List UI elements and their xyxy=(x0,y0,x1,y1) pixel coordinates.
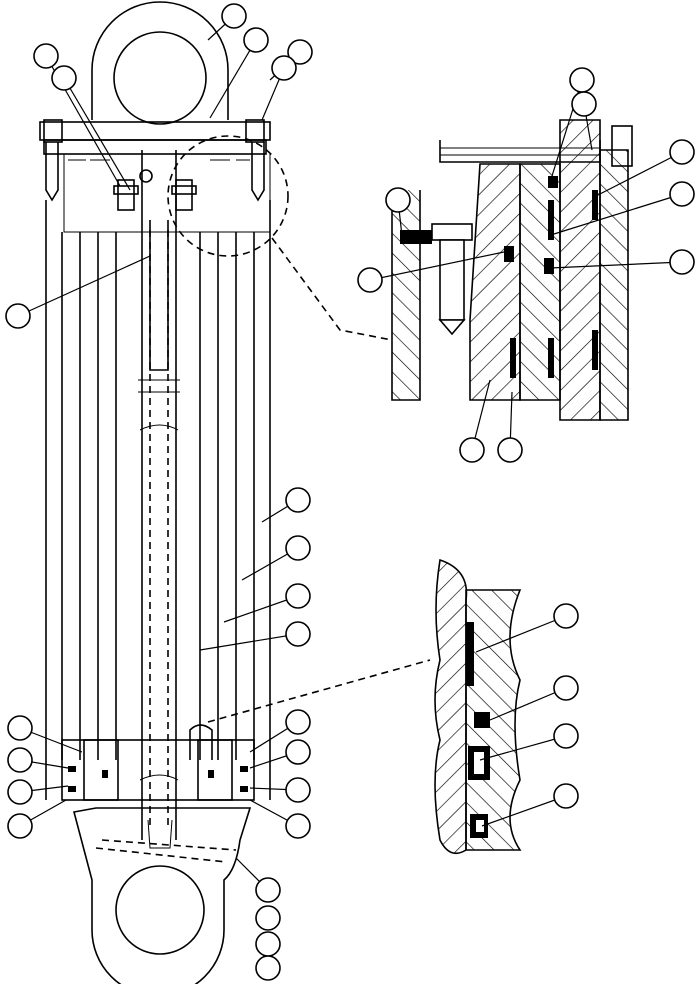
callout-balloon xyxy=(669,139,695,165)
callout-balloon xyxy=(285,583,311,609)
callout-balloon xyxy=(243,27,269,53)
callout-balloon xyxy=(553,723,579,749)
callout-balloon xyxy=(459,437,485,463)
callout-leader xyxy=(223,595,299,623)
callout-balloon xyxy=(553,675,579,701)
callout-balloon xyxy=(285,739,311,765)
bottom-rod-eye xyxy=(73,807,252,984)
callout-balloon xyxy=(255,955,281,981)
callout-balloon xyxy=(255,905,281,931)
main-cylinder xyxy=(39,1,431,984)
detail-leader-a xyxy=(271,237,393,341)
cylinder-barrel xyxy=(45,150,271,840)
callout-leader xyxy=(475,615,567,653)
callout-balloon xyxy=(497,437,523,463)
callout-leader xyxy=(199,633,299,651)
bottom-gland xyxy=(61,724,255,801)
callout-balloon xyxy=(285,487,311,513)
callout-leader xyxy=(369,251,505,281)
callout-balloon xyxy=(7,813,33,839)
callout-balloon xyxy=(285,621,311,647)
detail-a xyxy=(391,119,633,421)
callout-balloon xyxy=(285,777,311,803)
callout-leader xyxy=(549,261,683,269)
callout-balloon xyxy=(255,931,281,957)
callout-balloon xyxy=(7,747,33,773)
callout-balloon xyxy=(255,877,281,903)
callout-balloon xyxy=(33,43,59,69)
callout-balloon xyxy=(285,709,311,735)
detail-b xyxy=(434,558,522,855)
callout-group xyxy=(5,3,695,981)
callout-leader xyxy=(481,795,567,827)
callout-balloon xyxy=(285,535,311,561)
callout-leader xyxy=(553,193,683,235)
detail-bolt xyxy=(400,223,473,336)
callout-leader xyxy=(17,255,151,317)
callout-balloon xyxy=(271,55,297,81)
callout-balloon xyxy=(553,783,579,809)
detail-circle-a xyxy=(167,135,289,257)
callout-balloon xyxy=(357,267,383,293)
callout-balloon xyxy=(7,715,33,741)
callout-balloon xyxy=(385,187,411,213)
callout-balloon xyxy=(51,65,77,91)
callout-leader xyxy=(489,687,567,721)
detail-leader-b xyxy=(207,659,431,723)
callout-leader xyxy=(63,77,131,191)
callout-leader xyxy=(595,151,683,197)
callout-leader xyxy=(479,735,567,761)
callout-balloon xyxy=(569,67,595,93)
callout-balloon xyxy=(7,779,33,805)
callout-balloon xyxy=(553,603,579,629)
callout-leader xyxy=(209,39,257,119)
callout-balloon xyxy=(571,91,597,117)
callout-balloon xyxy=(285,813,311,839)
callout-balloon xyxy=(669,181,695,207)
callout-balloon xyxy=(221,3,247,29)
top-rod-eye xyxy=(91,1,229,125)
callout-balloon xyxy=(669,249,695,275)
callout-balloon xyxy=(287,39,313,65)
callout-balloon xyxy=(5,303,31,329)
